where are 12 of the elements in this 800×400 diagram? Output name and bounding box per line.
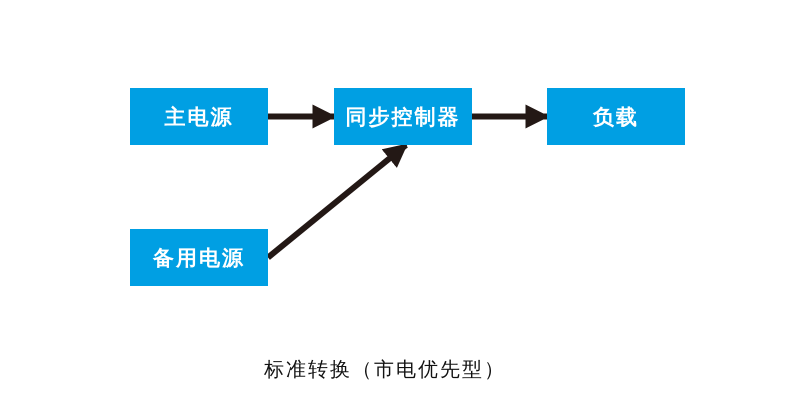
node-label: 主电源 <box>164 104 234 130</box>
node-label: 负载 <box>593 104 639 130</box>
process-box <box>130 229 268 286</box>
process-box <box>547 88 685 145</box>
node-label: 同步控制器 <box>346 104 460 130</box>
process-box <box>130 88 268 145</box>
node-label: 备用电源 <box>153 244 245 272</box>
arrow <box>266 142 408 260</box>
caption: 标准转换（市电优先型） <box>263 356 507 383</box>
arrow <box>268 104 336 128</box>
process-box <box>334 88 472 145</box>
arrow <box>472 104 550 128</box>
